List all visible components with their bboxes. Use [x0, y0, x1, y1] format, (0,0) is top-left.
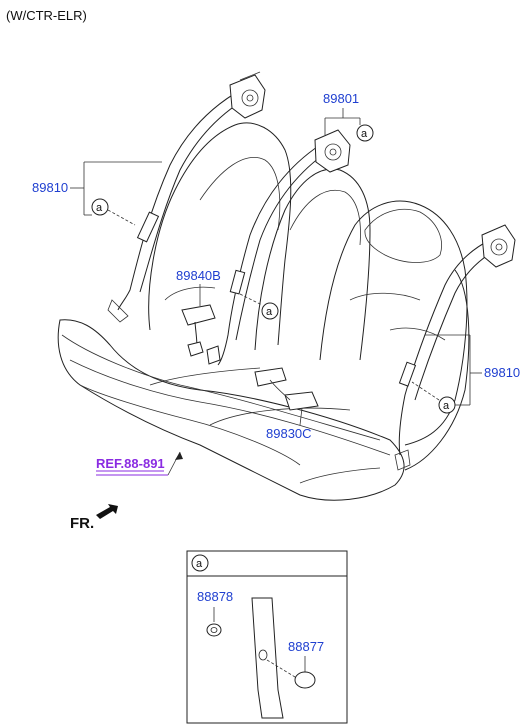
part-number-89810-right: 89810: [484, 365, 520, 380]
callout-89801: 89801 a: [323, 91, 374, 142]
variant-label: (W/CTR-ELR): [6, 8, 87, 23]
callout-a-symbol-center: a: [266, 306, 273, 318]
callout-a-symbol-left: a: [96, 202, 103, 214]
callout-89840b: 89840B: [176, 268, 221, 306]
rear-seat-illustration: [57, 122, 470, 501]
front-label: FR.: [70, 515, 94, 532]
detail-box-symbol: a: [196, 558, 203, 570]
callout-a-circle: [356, 124, 374, 142]
callout-a-circle-left: [91, 198, 109, 216]
front-arrow-icon: [96, 504, 118, 519]
front-direction-indicator: FR.: [70, 504, 118, 532]
callout-89810-right: 89810 a: [411, 334, 520, 414]
part-number-89830c: 89830C: [266, 426, 312, 441]
pillar-trim-shape: [251, 597, 284, 719]
part-number-88877: 88877: [288, 639, 324, 654]
callout-a-center: a: [239, 293, 279, 320]
center-seat-belt-webbing: [217, 144, 331, 366]
reference-label-group: REF.88-891: [96, 451, 183, 476]
reference-label: REF.88-891: [96, 456, 165, 471]
left-retractor: [229, 71, 266, 119]
part-number-88878: 88878: [197, 589, 233, 604]
callout-89830c: 89830C: [266, 407, 312, 441]
detail-box-a: a 88878 88877: [186, 550, 348, 724]
left-seat-belt-webbing: [107, 84, 259, 323]
center-buckle: [254, 367, 319, 411]
part-number-89801: 89801: [323, 91, 359, 106]
cover-88877-shape: [294, 671, 316, 689]
center-retractor: [314, 129, 351, 173]
right-seat-belt-webbing: [394, 239, 501, 471]
part-number-89810-left: 89810: [32, 180, 68, 195]
right-retractor: [481, 224, 516, 268]
left-buckle: [181, 304, 221, 365]
callout-a-symbol-right: a: [443, 400, 450, 412]
detail-box-symbol-circle: [191, 554, 209, 572]
callout-89810-left: 89810 a: [32, 161, 162, 226]
part-number-89840b: 89840B: [176, 268, 221, 283]
callout-a-symbol: a: [361, 128, 368, 140]
